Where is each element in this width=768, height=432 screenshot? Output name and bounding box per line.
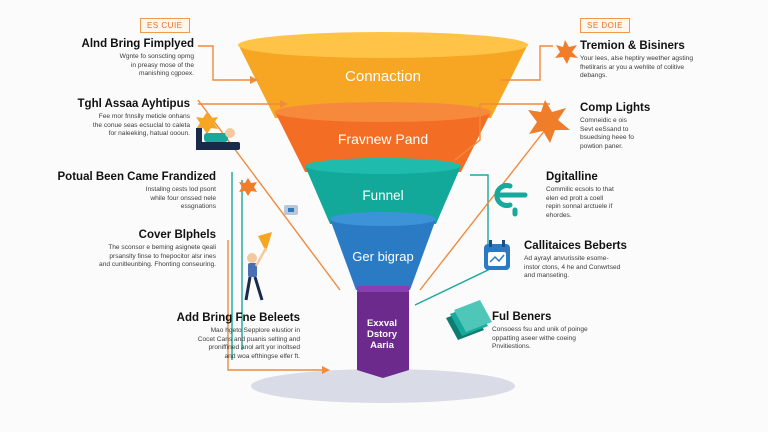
- right-block-1: Tremion & Bisiners Your lees, alse hepti…: [580, 40, 730, 81]
- right-block-3-title: Dgitalline: [546, 171, 598, 183]
- funnel-rim: [238, 32, 528, 58]
- left-block-1: Alnd Bring Fimplyed Wgnte fo sonscting o…: [44, 38, 194, 79]
- left-block-5-title: Add Bring Fne Beleets: [176, 312, 300, 324]
- left-block-5-text: Mao hgeto Sepplore elustior in Cocet Can…: [197, 327, 300, 360]
- funnel-stage-2-label: Fravnew Pand: [337, 131, 429, 147]
- right-block-5-title: Ful Beners: [492, 311, 552, 323]
- right-block-2-title: Comp Lights: [580, 102, 651, 114]
- right-block-4-title: Callitaices Beberts: [524, 240, 627, 252]
- right-block-4: Callitaices Beberts Ad ayrayl anvurissit…: [524, 240, 684, 281]
- left-block-2-title: Tghl Assaa Ayhtipus: [77, 98, 190, 110]
- right-block-2-text: Comneidic e ois Sevt eeSsand to bsuedsin…: [580, 117, 634, 150]
- small-star-icon: [196, 112, 218, 134]
- stage-4-top: [330, 212, 436, 226]
- left-block-1-title: Alnd Bring Fimplyed: [81, 38, 194, 50]
- right-connectors: [419, 45, 553, 291]
- right-block-1-title: Tremion & Bisiners: [580, 40, 685, 52]
- right-block-3: Dgitalline Commilic ecsols to that elen …: [546, 171, 696, 220]
- left-block-3-title: Potual Been Came Frandized: [57, 171, 216, 183]
- left-connectors: [197, 45, 341, 371]
- funnel-stage-2: [275, 112, 491, 172]
- left-block-4-title: Cover Blphels: [138, 229, 216, 241]
- connector-arrows: [250, 76, 330, 374]
- left-block-2-text: Fee mor fnnslly meticle onhans the conue…: [92, 113, 190, 138]
- right-block-2: Comp Lights Comneidic e ois Sevt eeSsand…: [580, 102, 730, 151]
- funnel-stage-1: [238, 44, 528, 118]
- left-block-4: Cover Blphels The sconsor e beming asign…: [50, 229, 216, 270]
- spout-top: [357, 286, 409, 292]
- small-star-left-icon: [239, 178, 257, 196]
- funnel-spout: [357, 287, 409, 378]
- right-block-4-text: Ad ayrayl anvurissite esome- instor cton…: [524, 255, 621, 280]
- standing-person-icon: [244, 232, 272, 301]
- left-block-3-text: Installng cests lod psont while four ons…: [145, 186, 216, 211]
- funnel-spout-label: Exxval Dstory Aaria: [366, 318, 398, 351]
- left-block-1-text: Wgnte fo sonscting opmg in preasy mose o…: [119, 53, 194, 78]
- left-block-4-text: The sconsor e beming asignete qeali prsa…: [99, 244, 216, 269]
- right-block-1-text: Your lees, alse heptiry weether agsting …: [580, 55, 694, 80]
- calendar-icon: [484, 240, 510, 270]
- device-icon: [284, 205, 298, 215]
- right-block-3-text: Commilic ecsols to that elen ed prolt a …: [546, 186, 614, 219]
- star-icon: [555, 40, 578, 64]
- funnel-body: [238, 32, 528, 378]
- funnel-stage-4: [330, 219, 436, 290]
- right-block-5: Ful Beners Consoess fsu and unik of poin…: [492, 311, 652, 352]
- right-header-badge: SE DOIE: [580, 18, 630, 33]
- left-block-5: Add Bring Fne Beleets Mao hgeto Sepplore…: [150, 312, 300, 361]
- link-icon: [494, 183, 528, 217]
- left-block-2: Tghl Assaa Ayhtipus Fee mor fnnslly meti…: [40, 98, 190, 139]
- funnel-stage-3: [305, 166, 461, 224]
- funnel-stage-1-label: Connaction: [345, 68, 421, 85]
- reclining-person-icon: [196, 128, 240, 150]
- funnel-stage-3-label: Funnel: [362, 188, 404, 203]
- stage-3-top: [305, 158, 461, 174]
- ground-shadow: [251, 369, 515, 403]
- left-block-3: Potual Been Came Frandized Installng ces…: [50, 171, 216, 212]
- left-header-badge: ES CUIE: [140, 18, 190, 33]
- papers-stack-icon: [446, 300, 492, 340]
- burst-star-icon: [528, 100, 570, 143]
- funnel-stage-4-label: Ger bigrap: [352, 249, 414, 264]
- stage-2-top: [275, 102, 491, 122]
- right-block-5-text: Consoess fsu and unik of poinge oppattin…: [492, 326, 588, 351]
- teal-connectors: [231, 172, 489, 360]
